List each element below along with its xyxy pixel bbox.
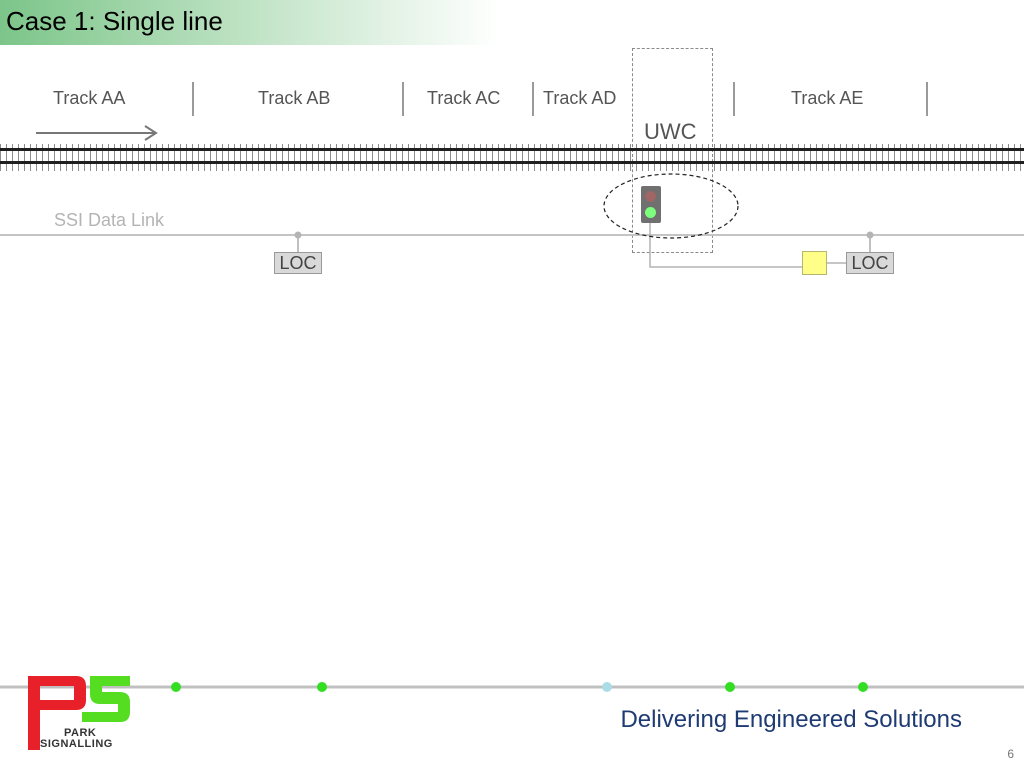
rail-bottom	[0, 161, 1024, 164]
loc-tap-dot	[294, 231, 302, 239]
footer-dot	[725, 682, 735, 692]
title-banner	[0, 0, 500, 45]
uwc-label: UWC	[644, 119, 697, 144]
logo-text-park: PARK	[64, 727, 97, 739]
ssi-data-link-label: SSI Data Link	[54, 210, 165, 230]
logo-text-signalling: SIGNALLING	[40, 738, 113, 750]
loc-box-1: LOC	[274, 252, 322, 274]
signal-icon	[641, 186, 661, 223]
loc-tap-dot	[866, 231, 874, 239]
rail-top	[0, 148, 1024, 151]
footer-dot	[317, 682, 327, 692]
track-label-ab: Track AB	[258, 88, 331, 108]
ps-logo-mark	[28, 676, 130, 750]
track-label-ac: Track AC	[427, 88, 501, 108]
footer-dot	[602, 682, 612, 692]
track-label-ae: Track AE	[791, 88, 864, 108]
yellow-equipment-box	[802, 251, 827, 275]
track-joint	[926, 82, 928, 116]
signal-green-lamp	[645, 207, 656, 218]
track-label-ad: Track AD	[543, 88, 617, 108]
footer-tagline: Delivering Engineered Solutions	[620, 706, 962, 733]
park-signalling-logo: PARK SIGNALLING	[24, 672, 136, 754]
page-title: Case 1: Single line	[6, 6, 223, 36]
loc-box-2: LOC	[846, 252, 894, 274]
footer-dot	[858, 682, 868, 692]
track-joint	[192, 82, 194, 116]
track-joint	[402, 82, 404, 116]
page-number: 6	[1007, 747, 1014, 761]
signal-red-lamp	[645, 191, 656, 202]
track-joint	[532, 82, 534, 116]
signal-cable	[649, 223, 802, 268]
railway-track	[0, 144, 1024, 171]
footer-dot	[171, 682, 181, 692]
direction-arrow-icon	[36, 125, 158, 141]
track-joint	[733, 82, 735, 116]
signal-highlight-ellipse	[603, 173, 739, 239]
track-label-aa: Track AA	[53, 88, 126, 108]
